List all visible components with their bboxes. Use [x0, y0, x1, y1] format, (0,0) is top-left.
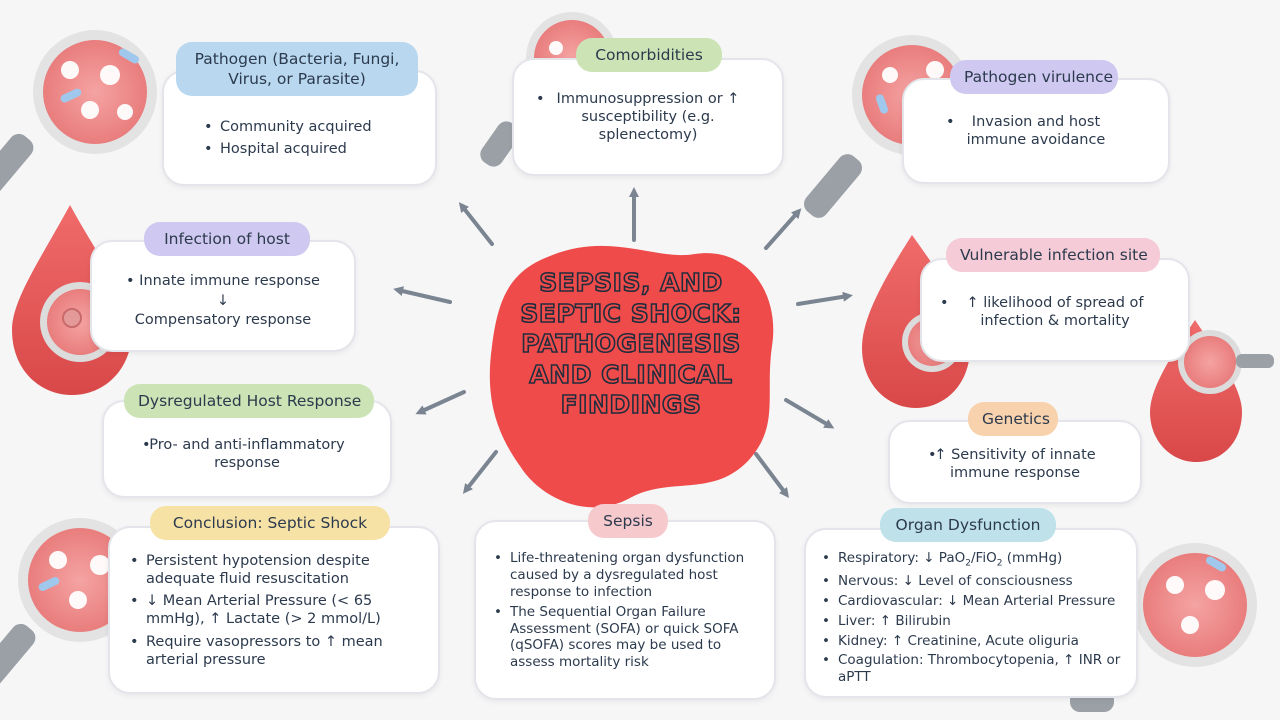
vulnerable-card: ↑ likelihood of spread of infection & mo… [920, 258, 1190, 362]
magnifying-glass-icon [0, 30, 157, 197]
comorbidities-card: Immunosuppression or ↑ susceptibility (e… [512, 58, 784, 176]
magnifying-glass-icon [1070, 543, 1257, 712]
virulence-card: Invasion and host immune avoidance [902, 78, 1170, 184]
list-item: Respiratory: ↓ PaO2/FiO2 (mmHg) [818, 550, 1128, 570]
list-item: Coagulation: Thrombocytopenia, ↑ INR or … [818, 652, 1128, 686]
list-item: ↓ Mean Arterial Pressure (< 65 mmHg), ↑ … [126, 592, 426, 628]
arrow-to-conclusion [462, 450, 498, 494]
list-item: Community acquired [200, 118, 421, 136]
pathogen-label: Pathogen (Bacteria, Fungi, Virus, or Par… [176, 42, 418, 97]
subscript: 2 [996, 558, 1003, 569]
list-item: Immunosuppression or ↑ susceptibility (e… [532, 90, 764, 144]
list-item: Persistent hypotension despite adequate … [126, 552, 426, 588]
respiratory-text: Respiratory: ↓ PaO [838, 550, 966, 566]
respiratory-text: (mmHg) [1002, 550, 1063, 566]
center-blob [489, 245, 774, 508]
virulence-label: Pathogen virulence [950, 60, 1118, 95]
subscript: 2 [965, 558, 971, 569]
list-item: Require vasopressors to ↑ mean arterial … [126, 633, 426, 669]
list-item: Cardiovascular: ↓ Mean Arterial Pressure [818, 593, 1128, 610]
list-item: Pro- and anti-inflammatory response [138, 436, 356, 472]
list-item: Kidney: ↑ Creatinine, Acute oliguria [818, 633, 1128, 650]
infection-label: Infection of host [144, 222, 310, 257]
infection-line-1: • Innate immune response [126, 273, 320, 289]
down-arrow-icon: ↓ [216, 292, 230, 309]
arrow-to-organ [754, 452, 789, 498]
diagram-title: SEPSIS, AND SEPTIC SHOCK: PATHOGENESIS A… [520, 267, 742, 420]
arrow-to-virulence [764, 208, 802, 250]
infection-card: • Innate immune response ↓ Compensatory … [90, 240, 356, 352]
vulnerable-label: Vulnerable infection site [946, 238, 1160, 273]
sepsis-card: Life-threatening organ dysfunction cause… [474, 520, 776, 700]
list-item: Liver: ↑ Bilirubin [818, 613, 1128, 630]
arrow-to-genetics [784, 398, 835, 429]
genetics-card: ↑ Sensitivity of innate immune response [888, 420, 1142, 504]
list-item: ↑ Sensitivity of innate immune response [924, 446, 1106, 482]
conclusion-card: Persistent hypotension despite adequate … [108, 526, 440, 694]
organ-card: Respiratory: ↓ PaO2/FiO2 (mmHg) Nervous:… [804, 528, 1138, 698]
arrow-to-infection [393, 286, 452, 304]
list-item: Hospital acquired [200, 140, 421, 158]
list-item: Life-threatening organ dysfunction cause… [490, 550, 762, 601]
arrow-to-pathogen [458, 202, 494, 246]
list-item: ↑ likelihood of spread of infection & mo… [936, 294, 1174, 330]
sepsis-label: Sepsis [588, 504, 668, 539]
list-item: Nervous: ↓ Level of consciousness [818, 573, 1128, 590]
arrow-to-dysregulated [415, 390, 466, 415]
conclusion-label: Conclusion: Septic Shock [150, 506, 390, 541]
genetics-label: Genetics [968, 402, 1058, 437]
comorbidities-label: Comorbidities [576, 38, 722, 73]
dysregulated-label: Dysregulated Host Response [124, 384, 374, 419]
list-item: The Sequential Organ Failure Assessment … [490, 604, 762, 672]
respiratory-text: /FiO [970, 550, 997, 566]
infection-line-2: Compensatory response [134, 312, 312, 329]
arrow-to-vulnerable [796, 291, 853, 306]
organ-label: Organ Dysfunction [880, 508, 1056, 543]
list-item: Invasion and host immune avoidance [942, 113, 1130, 149]
